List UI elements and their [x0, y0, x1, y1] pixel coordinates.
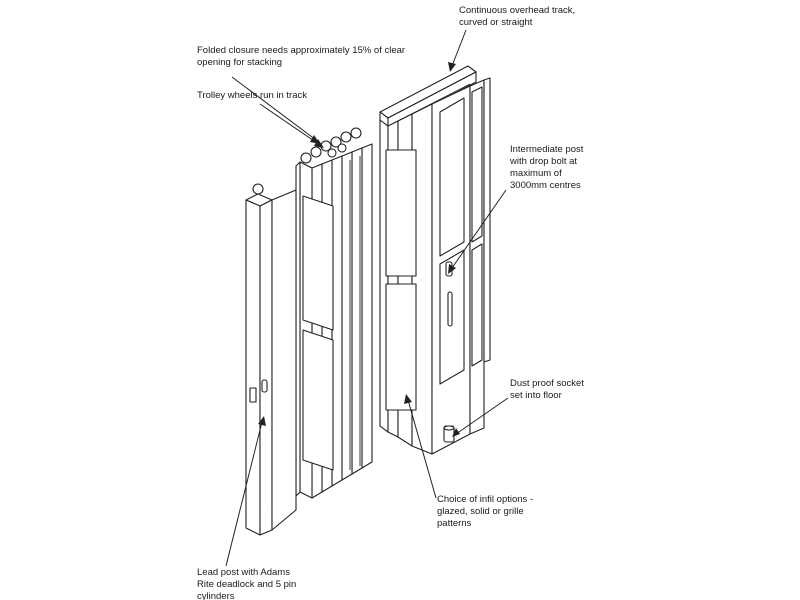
label-line: maximum of: [510, 168, 562, 179]
label-line: 3000mm centres: [510, 180, 581, 191]
label-line: Continuous overhead track,: [459, 5, 576, 16]
right-panel-glazing: [385, 86, 483, 411]
label-folded-closure: Folded closure needs approximately 15% o…: [197, 45, 405, 69]
label-lead-post: Lead post with Adams Rite deadlock and 5…: [197, 567, 296, 600]
label-line: glazed, solid or grille: [437, 506, 524, 517]
label-intermediate-post: Intermediate post with drop bolt at maxi…: [510, 144, 583, 192]
label-line: Intermediate post: [510, 144, 584, 155]
label-infil-options: Choice of infil options - glazed, solid …: [437, 494, 533, 530]
label-line: Choice of infil options -: [437, 494, 534, 505]
label-line: Trolley wheels run in track: [197, 90, 307, 101]
label-line: patterns: [437, 518, 472, 529]
callout-arrows: [225, 29, 509, 567]
overhead-track: [379, 65, 477, 129]
label-line: Folded closure needs approximately 15% o…: [197, 45, 406, 56]
intermediate-post-handle: [445, 261, 453, 327]
lead-post: [245, 183, 297, 536]
label-overhead-track: Continuous overhead track, curved or str…: [459, 5, 575, 29]
label-dust-proof-socket: Dust proof socket set into floor: [510, 378, 584, 402]
label-line: Dust proof socket: [510, 378, 584, 389]
label-line: cylinders: [197, 591, 235, 600]
label-line: set into floor: [510, 390, 562, 401]
floor-socket: [443, 425, 455, 443]
label-line: curved or straight: [459, 17, 533, 28]
folded-stack: [295, 143, 373, 499]
label-line: with drop bolt at: [510, 156, 578, 167]
label-line: Rite deadlock and 5 pin: [197, 579, 297, 590]
label-line: opening for stacking: [197, 57, 283, 68]
trolley-wheels: [300, 127, 362, 164]
label-trolley-wheels: Trolley wheels run in track: [197, 90, 307, 102]
label-line: Lead post with Adams: [197, 567, 290, 578]
